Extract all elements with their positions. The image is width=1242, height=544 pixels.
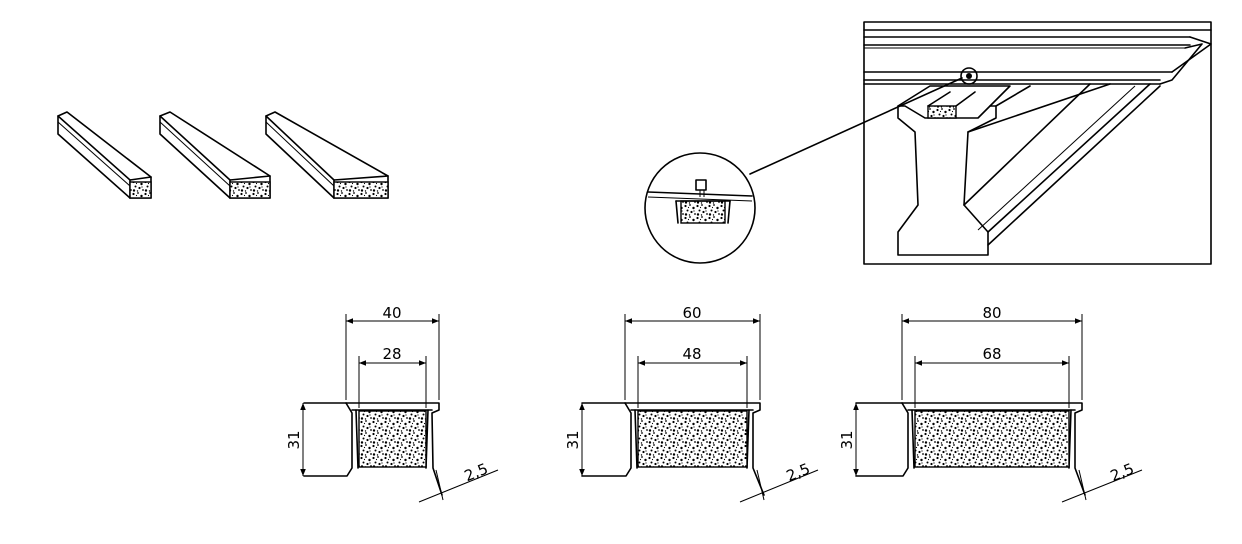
inner-width-label: 68 — [982, 345, 1001, 363]
strip-large — [265, 111, 389, 199]
thickness-label: 2,5 — [784, 460, 813, 486]
inner-width-label: 48 — [682, 345, 701, 363]
beam-installation-view — [863, 21, 1212, 265]
strip-small — [57, 111, 152, 199]
thickness-label: 2,5 — [462, 460, 491, 486]
height-label: 31 — [285, 430, 303, 449]
inner-width-label: 28 — [382, 345, 401, 363]
profile-section-80: 80 68 31 2,5 — [838, 304, 1143, 503]
thickness-label: 2,5 — [1108, 460, 1137, 486]
outer-width-label: 60 — [682, 304, 701, 322]
outer-width-label: 40 — [382, 304, 401, 322]
height-label: 31 — [564, 430, 582, 449]
strip-medium — [159, 111, 271, 199]
profile-section-60: 60 48 31 2,5 — [564, 304, 819, 503]
profile-section-40: 40 28 31 2,5 — [285, 304, 499, 503]
height-label: 31 — [838, 430, 856, 449]
detail-magnifier — [644, 77, 963, 264]
outer-width-label: 80 — [982, 304, 1001, 322]
